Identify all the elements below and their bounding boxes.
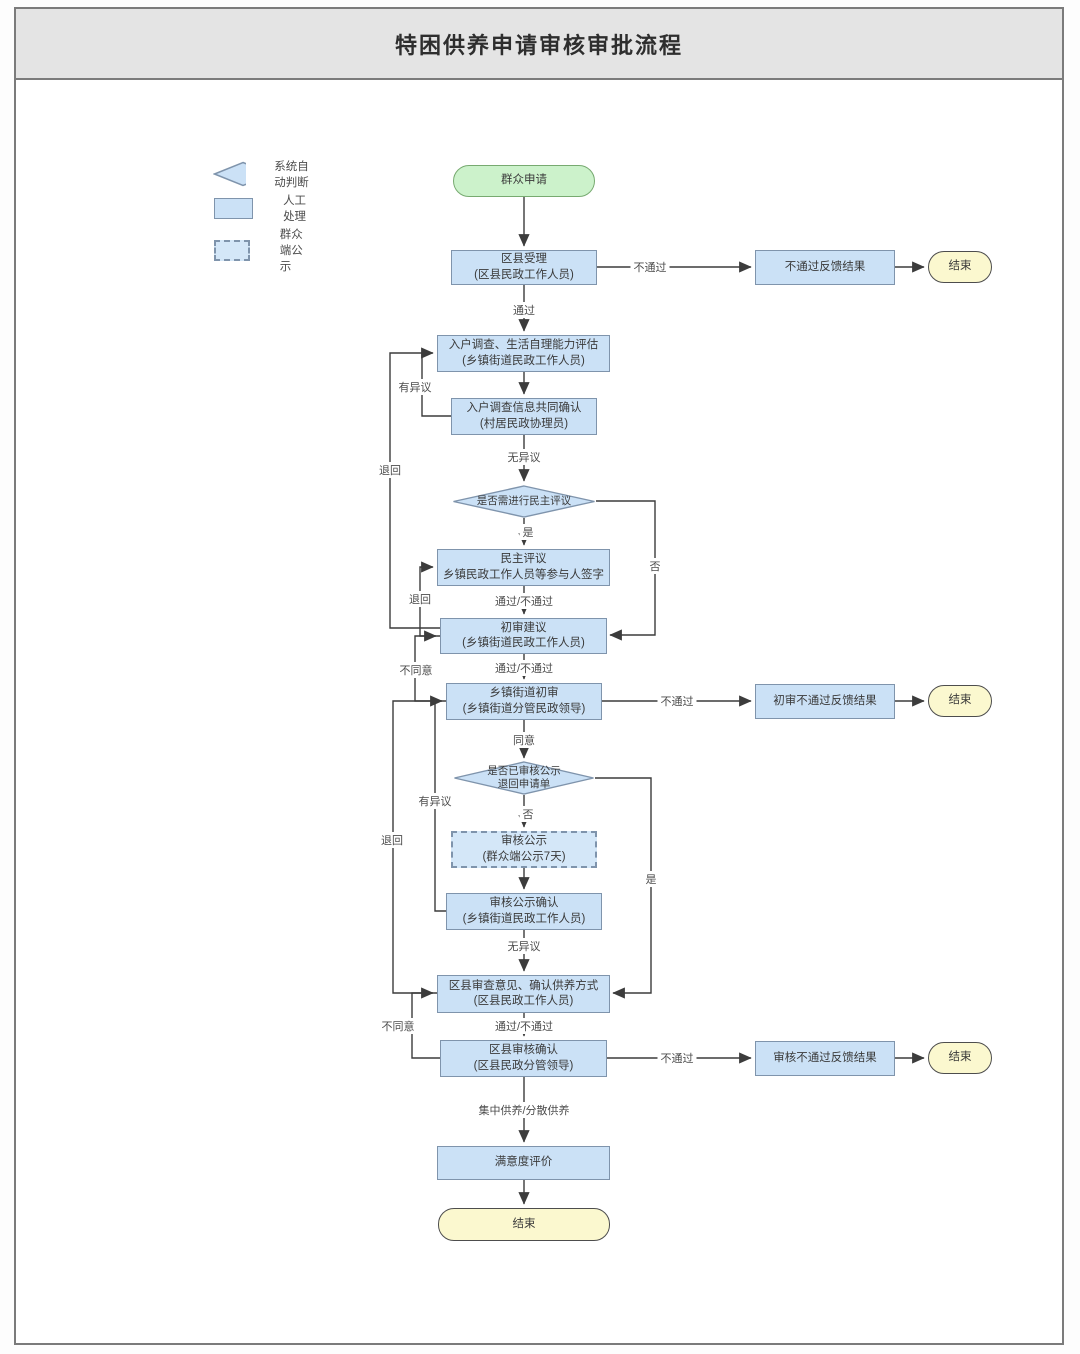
edge-label-objection2: 有异议 [415,793,455,809]
node-fail-feedback-2: 初审不通过反馈结果 [755,684,895,719]
decision-need-democratic-review: 是否需进行民主评议 [452,485,596,518]
edge-label-yes2: 是 [642,871,660,887]
node-label: 区县受理 [501,253,547,266]
node-democratic-review: 民主评议 乡镇民政工作人员等参与人签字 [437,549,610,586]
node-start-application: 群众申请 [453,165,595,197]
node-fail-feedback-3: 审核不通过反馈结果 [755,1041,895,1076]
legend-public-display: 群众端公示 [214,226,314,274]
node-satisfaction-evaluation: 满意度评价 [437,1146,610,1180]
node-publicity-confirmation: 审核公示确认 (乡镇街道民政工作人员) [446,893,602,930]
node-label: 结束 [948,1051,972,1064]
node-label: 入户调查信息共同确认 [466,402,582,415]
node-sublabel: 乡镇民政工作人员等参与人签字 [443,568,604,581]
edge-label-fail2: 不通过 [657,693,697,709]
node-county-review-confirmation: 区县审核确认 (区县民政分管领导) [440,1040,607,1077]
node-label: 区县审查意见、确认供养方式 [448,979,599,992]
node-label: 民主评议 [500,553,547,566]
node-sublabel: (乡镇街道分管民政领导) [462,702,586,715]
node-label: 满意度评价 [494,1156,553,1169]
node-label: 初审不通过反馈结果 [773,694,877,707]
edge-label-support-mode: 集中供养/分散供养 [475,1102,573,1118]
edge-label-no-objection1: 无异议 [504,449,544,465]
page-title: 特困供养申请审核审批流程 [394,32,683,58]
node-review-publicity: 审核公示 (群众端公示7天) [451,831,597,868]
decision-already-publicized: 是否已审核公示 退回申请单 [453,761,595,795]
legend-auto-decision: 系统自动判断 [213,158,313,190]
node-label: 入户调查、生活自理能力评估 [448,339,599,352]
edge-label-disagree1: 不同意 [396,662,436,678]
node-label: 初审建议 [500,621,547,634]
edge-label-yes1: 是 [519,524,537,540]
legend-auto-label: 系统自动判断 [274,161,309,189]
edge-label-return-inner: 退回 [406,591,434,607]
edge-label-disagree2: 不同意 [378,1018,418,1034]
node-sublabel: (区县民政分管领导) [473,1059,574,1072]
legend-manual-label: 人工处理 [283,195,307,223]
node-label: 结束 [512,1217,536,1230]
decision-line2: 退回申请单 [497,778,551,790]
title-bar: 特困供养申请审核审批流程 [16,9,1062,80]
decision-label: 是否已审核公示 退回申请单 [487,765,561,791]
node-end-2: 结束 [928,685,992,717]
legend-public-label: 群众端公示 [279,229,303,273]
node-end-main: 结束 [438,1208,610,1241]
page-frame: 特困供养申请审核审批流程 [14,7,1064,1345]
edge-label-agree: 同意 [510,732,538,748]
node-sublabel: (乡镇街道民政工作人员) [462,354,585,367]
edge-label-no1: 否 [646,558,664,574]
node-label: 不通过反馈结果 [784,260,866,273]
edge-label-return2: 退回 [378,832,406,848]
publicity-dashed-rect-icon [214,239,250,261]
node-county-review-opinion: 区县审查意见、确认供养方式 (区县民政工作人员) [437,975,610,1013]
node-household-survey: 入户调查、生活自理能力评估 (乡镇街道民政工作人员) [437,335,610,372]
decision-line1: 是否已审核公示 [487,764,561,777]
node-county-acceptance: 区县受理 (区县民政工作人员) [451,250,597,285]
edge-label-no2: 否 [519,806,537,822]
node-label: 审核公示确认 [489,897,559,910]
node-sublabel: (村居民政协理员) [479,417,569,430]
edge-label-pass-fail3: 通过/不通过 [491,1018,557,1034]
node-label: 审核不通过反馈结果 [773,1051,877,1064]
edge-label-return-outer: 退回 [376,462,404,478]
edge-label-no-objection2: 无异议 [504,938,544,954]
node-label: 乡镇街道初审 [489,687,559,700]
edge-label-pass-fail1: 通过/不通过 [491,593,557,609]
node-label: 审核公示 [501,835,547,848]
node-label: 结束 [948,694,972,707]
node-sublabel: (乡镇街道民政工作人员) [462,637,585,649]
edge-label-pass-fail2: 通过/不通过 [491,660,557,676]
node-label: 区县审核确认 [489,1044,558,1057]
decision-diamond-shape [453,485,595,518]
node-sublabel: (群众端公示7天) [482,850,566,863]
node-township-initial-review: 乡镇街道初审 (乡镇街道分管民政领导) [446,683,602,720]
node-label: 群众申请 [501,174,547,187]
edge-label-fail3: 不通过 [657,1050,697,1066]
process-rect-icon [214,197,254,219]
node-sublabel: (乡镇街道民政工作人员) [462,912,586,925]
edge-label-pass1: 通过 [510,302,538,318]
node-label: 结束 [948,260,972,273]
decision-label: 是否需进行民主评议 [476,494,572,507]
node-end-1: 结束 [928,251,992,283]
node-initial-review-suggestion: 初审建议 (乡镇街道民政工作人员) [440,618,607,654]
edge-label-fail1: 不通过 [630,259,670,275]
node-sublabel: (区县民政工作人员) [473,995,574,1007]
edge-label-objection1: 有异议 [395,379,435,395]
node-end-3: 结束 [928,1042,992,1074]
legend-manual-process: 人工处理 [214,192,314,224]
decision-diamond-shape [454,761,594,795]
decision-diamond-icon [213,161,247,187]
node-sublabel: (区县民政工作人员) [474,268,574,281]
node-survey-joint-confirmation: 入户调查信息共同确认 (村居民政协理员) [451,398,597,435]
node-fail-feedback-1: 不通过反馈结果 [755,250,895,285]
